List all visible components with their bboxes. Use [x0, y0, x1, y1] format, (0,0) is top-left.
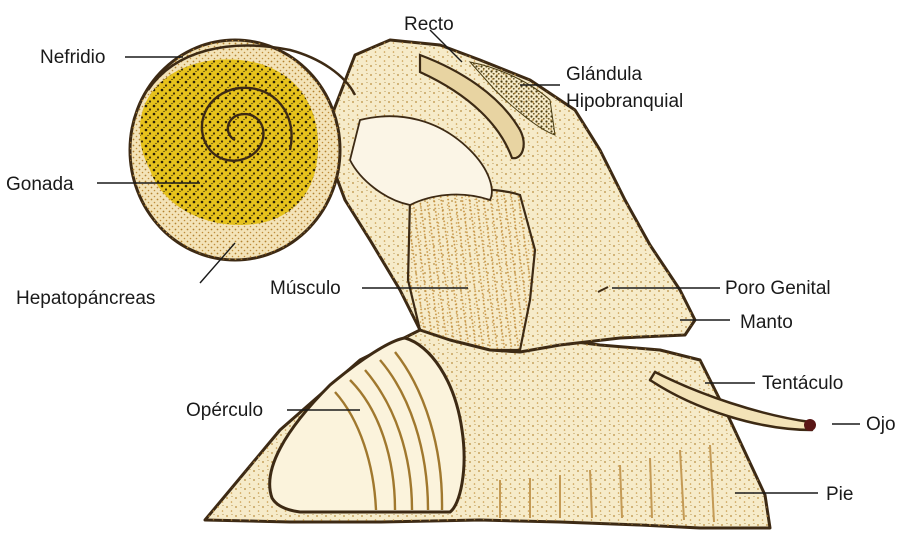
- label-nefridio: Nefridio: [40, 47, 105, 68]
- label-tentaculo: Tentáculo: [762, 373, 843, 394]
- eye-dot: [804, 419, 816, 431]
- label-glandula-2: Hipobranquial: [566, 91, 683, 112]
- label-manto: Manto: [740, 312, 793, 333]
- label-ojo: Ojo: [866, 414, 896, 435]
- label-operculo: Opérculo: [186, 400, 263, 421]
- label-gonada: Gonada: [6, 174, 74, 195]
- label-glandula-1: Glándula: [566, 64, 642, 85]
- muscle-band: [408, 190, 535, 350]
- operculum: [270, 338, 464, 512]
- label-poro-genital: Poro Genital: [725, 278, 831, 299]
- mantle-body: [330, 40, 695, 352]
- label-hepatopancreas: Hepatopáncreas: [16, 288, 155, 309]
- label-pie: Pie: [826, 484, 853, 505]
- visceral-spiral: [130, 40, 355, 260]
- label-recto: Recto: [404, 14, 454, 35]
- label-musculo: Músculo: [270, 278, 341, 299]
